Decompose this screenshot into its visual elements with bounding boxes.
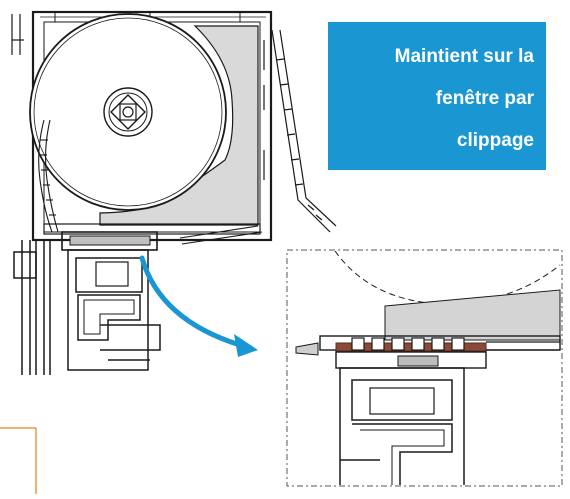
outer-slat-chain xyxy=(271,29,337,233)
detail-window-profile xyxy=(339,367,465,485)
callout-line-1: Maintient sur la xyxy=(394,46,534,67)
callout-line-2: fenêtre par xyxy=(435,88,534,109)
curved-arrow xyxy=(139,255,258,357)
detail-panel xyxy=(286,249,563,487)
callout-text: Maintient sur la fenêtre par clippage xyxy=(328,22,546,170)
shutter-box-section xyxy=(11,10,273,375)
callout-box xyxy=(328,22,546,170)
window-frame-profile xyxy=(67,249,161,371)
arrow-head xyxy=(234,334,258,357)
callout-line-3: clippage xyxy=(456,130,534,151)
curtain-slats-left xyxy=(38,119,59,233)
orange-corner-frame xyxy=(0,427,37,494)
clip-highlight xyxy=(335,342,487,352)
insulation-fill xyxy=(99,25,259,226)
shutter-drum xyxy=(29,13,227,211)
